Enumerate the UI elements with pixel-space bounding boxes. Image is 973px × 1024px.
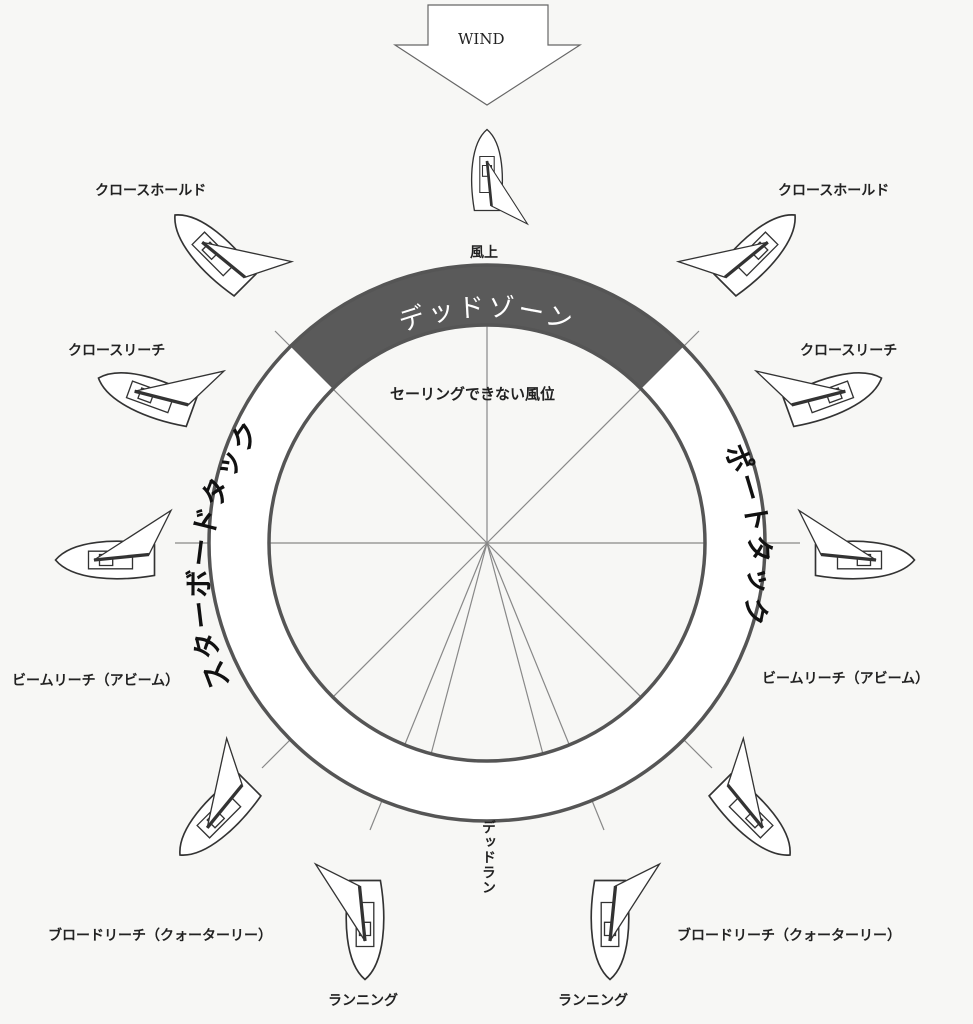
dead-run-label: デッドラン [480,820,496,895]
wind-arrow-icon [392,4,583,106]
boat-running-left-icon [313,862,386,982]
point-label-left-broadreach: ブロードリーチ（クォーターリー） [48,928,272,944]
boat-beamreach-right-icon [797,508,917,581]
point-label-left-closehauled: クロースホールド [95,183,207,199]
upwind-label: 風上 [470,245,498,261]
boat-upwind-icon [470,128,529,226]
point-label-right-closehauled: クロースホールド [778,183,890,199]
boat-broadreach-right-icon [693,736,827,870]
point-label-right-running: ランニング [558,993,628,1009]
point-label-right-closereach: クロースリーチ [800,343,898,359]
boat-beamreach-left-icon [53,508,173,581]
point-label-left-running: ランニング [328,993,398,1009]
dead-zone-subtitle: セーリングできない風位 [390,385,556,403]
boat-running-right-icon [589,862,662,982]
dead-zone-arc [290,264,684,389]
boat-broadreach-left-icon [143,736,277,870]
point-label-right-beamreach: ビームリーチ（アビーム） [762,671,930,687]
wind-label: WIND [458,30,505,48]
point-label-left-beamreach: ビームリーチ（アビーム） [12,673,180,689]
point-label-left-closereach: クロースリーチ [68,343,166,359]
point-label-right-broadreach: ブロードリーチ（クォーターリー） [677,928,901,944]
